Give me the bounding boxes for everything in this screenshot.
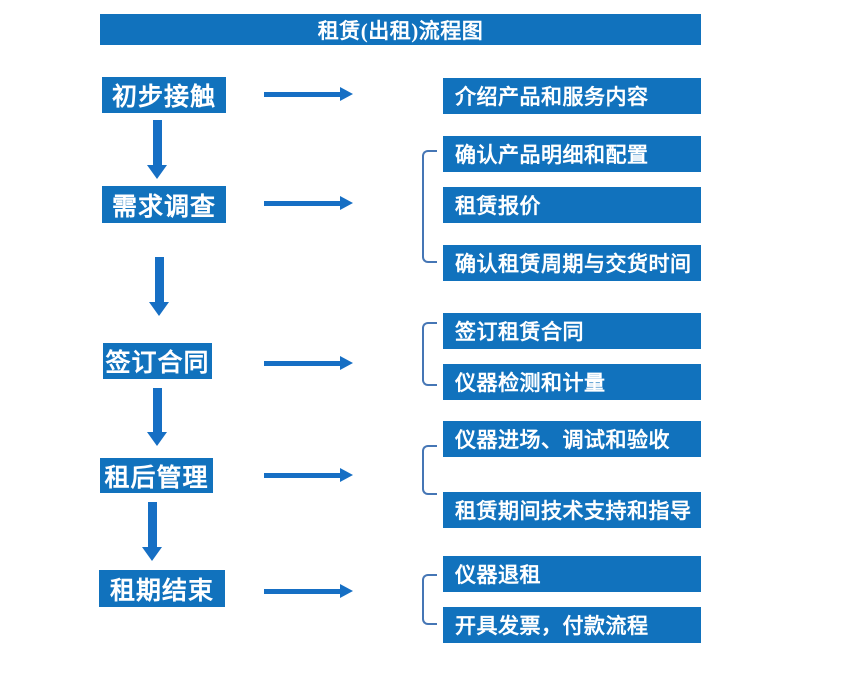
detail-box-instrument-setup: 仪器进场、调试和验收 (443, 421, 701, 457)
step-box-lease-end: 租期结束 (99, 570, 225, 607)
step-box-demand-survey: 需求调查 (102, 186, 226, 223)
down-arrow-icon (147, 120, 167, 179)
down-arrow-head (147, 432, 167, 446)
down-arrow-shaft (147, 502, 157, 547)
right-arrow-head (340, 87, 353, 101)
right-arrow-head (340, 468, 353, 482)
group-bracket-icon (422, 150, 437, 263)
right-arrow-head (340, 356, 353, 370)
right-arrow-icon (264, 467, 353, 483)
detail-box-confirm-config: 确认产品明细和配置 (443, 136, 701, 172)
step-box-sign-contract: 签订合同 (103, 343, 212, 379)
detail-box-tech-support: 租赁期间技术支持和指导 (443, 492, 701, 528)
right-arrow-icon (264, 86, 353, 102)
detail-box-instrument-return: 仪器退租 (443, 556, 701, 592)
right-arrow-shaft (264, 200, 340, 206)
down-arrow-icon (147, 388, 167, 446)
detail-box-rental-quote: 租赁报价 (443, 187, 701, 223)
step-box-rental-management: 租后管理 (100, 458, 213, 493)
right-arrow-icon (264, 195, 353, 211)
down-arrow-shaft (152, 120, 162, 165)
down-arrow-icon (149, 257, 169, 316)
down-arrow-shaft (152, 388, 162, 432)
right-arrow-shaft (264, 472, 340, 478)
right-arrow-shaft (264, 360, 340, 366)
down-arrow-shaft (154, 257, 164, 302)
step-box-initial-contact: 初步接触 (102, 77, 226, 113)
down-arrow-icon (142, 502, 162, 561)
detail-box-introduce-products: 介绍产品和服务内容 (443, 78, 701, 114)
group-bracket-icon (422, 574, 437, 625)
detail-box-instrument-testing: 仪器检测和计量 (443, 364, 701, 400)
right-arrow-head (340, 584, 353, 598)
detail-box-sign-rental-contract: 签订租赁合同 (443, 313, 701, 349)
down-arrow-head (147, 165, 167, 179)
detail-box-invoice-payment: 开具发票，付款流程 (443, 607, 701, 643)
right-arrow-icon (264, 355, 353, 371)
down-arrow-head (142, 547, 162, 561)
right-arrow-shaft (264, 588, 340, 594)
flowchart-title: 租赁(出租)流程图 (100, 14, 701, 45)
group-bracket-icon (422, 445, 437, 495)
right-arrow-shaft (264, 91, 340, 97)
right-arrow-icon (264, 583, 353, 599)
right-arrow-head (340, 196, 353, 210)
down-arrow-head (149, 302, 169, 316)
group-bracket-icon (422, 322, 437, 386)
detail-box-confirm-period: 确认租赁周期与交货时间 (443, 245, 701, 281)
